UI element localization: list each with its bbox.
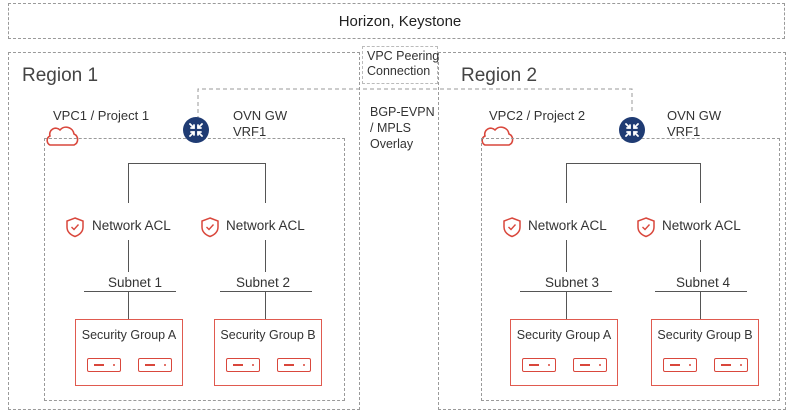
region-2-title: Region 2: [461, 65, 538, 86]
region-2-box: [438, 52, 786, 410]
r1-subnet-drop-right: [265, 291, 266, 319]
shield-check-icon: [201, 217, 219, 238]
region-1-title: Region 1: [22, 65, 99, 86]
peering-connection-box: [362, 46, 438, 84]
server-icon: [87, 358, 121, 372]
server-icon: [714, 358, 748, 372]
server-icon: [226, 358, 260, 372]
security-group-label: Security Group A: [516, 328, 612, 342]
r2-subnet-drop-left: [566, 291, 567, 319]
network-acl-label: Network ACL: [226, 218, 305, 233]
r1-acl-link-right: [265, 240, 266, 272]
shield-check-icon: [637, 217, 655, 238]
vpc-2-label: VPC2 / Project 2: [489, 108, 586, 123]
r1-bus-line: [128, 163, 266, 164]
subnet-line: [655, 291, 747, 292]
subnet-label: Subnet 1: [108, 275, 163, 290]
gateway-2-label: OVN GW VRF1: [667, 108, 722, 139]
cloud-icon: [481, 126, 514, 146]
r2-subnet-drop-right: [700, 291, 701, 319]
router-gateway-icon: [183, 117, 209, 143]
server-icon: [522, 358, 556, 372]
security-group-label: Security Group A: [81, 328, 177, 342]
r2-acl-link-right: [700, 240, 701, 272]
security-group-box: Security Group A: [75, 319, 183, 386]
r1-drop-left: [128, 163, 129, 203]
r2-acl-link-left: [566, 240, 567, 272]
security-group-label: Security Group B: [657, 328, 753, 342]
server-icon: [573, 358, 607, 372]
r1-drop-right: [265, 163, 266, 203]
r1-subnet-drop-left: [128, 291, 129, 319]
subnet-label: Subnet 4: [676, 275, 731, 290]
server-icon: [663, 358, 697, 372]
r2-drop-right: [700, 163, 701, 203]
subnet-label: Subnet 2: [236, 275, 291, 290]
header-title: Horizon, Keystone: [338, 13, 462, 30]
subnet-label: Subnet 3: [545, 275, 600, 290]
router-gateway-icon: [619, 117, 645, 143]
security-group-box: Security Group B: [214, 319, 322, 386]
network-acl-label: Network ACL: [92, 218, 171, 233]
peering-label: VPC Peering Connection: [367, 49, 440, 78]
server-icon: [138, 358, 172, 372]
network-acl-label: Network ACL: [662, 218, 741, 233]
shield-check-icon: [66, 217, 84, 238]
security-group-box: Security Group B: [651, 319, 759, 386]
security-group-label: Security Group B: [220, 328, 316, 342]
r2-bus-line: [566, 163, 701, 164]
header-banner: [8, 3, 785, 39]
subnet-line: [84, 291, 176, 292]
region-1-box: [8, 52, 360, 410]
security-group-box: Security Group A: [510, 319, 618, 386]
subnet-line: [220, 291, 312, 292]
network-acl-label: Network ACL: [528, 218, 607, 233]
gateway-1-label: OVN GW VRF1: [233, 108, 288, 139]
shield-check-icon: [503, 217, 521, 238]
server-icon: [277, 358, 311, 372]
r2-drop-left: [566, 163, 567, 203]
vpc-1-label: VPC1 / Project 1: [53, 108, 150, 123]
r1-acl-link-left: [128, 240, 129, 272]
overlay-label: BGP-EVPN / MPLS Overlay: [370, 105, 435, 151]
cloud-icon: [46, 126, 79, 146]
